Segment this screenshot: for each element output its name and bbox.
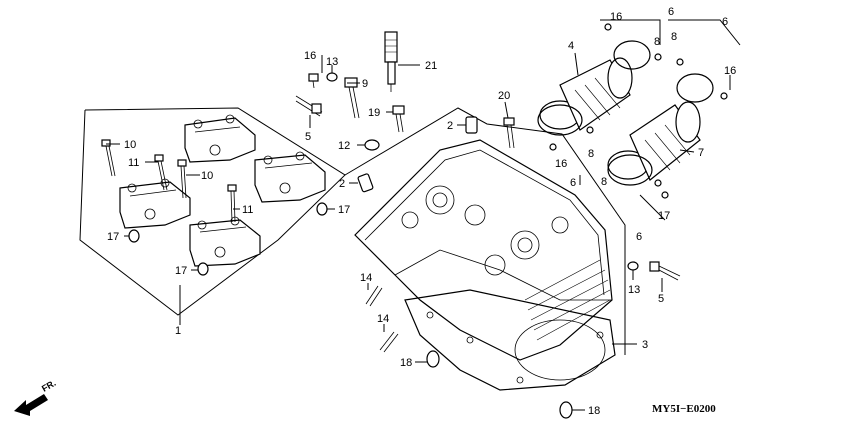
- callout-4: 4: [568, 40, 574, 52]
- callout-10-upper: 10: [124, 139, 136, 151]
- bolt-11-lower: [227, 184, 237, 223]
- bracket-lines: [579, 19, 741, 221]
- bolt-10-upper: [101, 139, 116, 177]
- callout-15: 16: [304, 50, 316, 62]
- callout-5-top: 5: [305, 131, 311, 143]
- callout-9: 9: [362, 78, 368, 90]
- dowel-17-a: [128, 229, 140, 243]
- callout-7: 7: [698, 147, 704, 159]
- bolt-11-upper: [154, 154, 168, 191]
- front-label: FR.: [40, 378, 58, 394]
- callout-2-upper: 2: [447, 120, 453, 132]
- cylinder-head-outline: [344, 107, 626, 355]
- callout-20: 20: [498, 90, 510, 102]
- callout-14-upper: 14: [360, 272, 372, 284]
- nut-8-b: [676, 58, 684, 66]
- callout-8-a: 8: [654, 36, 660, 48]
- dowel-2-a: [465, 116, 478, 134]
- nut-8-d: [654, 179, 662, 187]
- intake-tube-7: [607, 101, 701, 181]
- callout-21: 21: [425, 60, 437, 72]
- washer-13-top: [326, 72, 338, 82]
- rocker-holder-lower-right: [189, 216, 261, 267]
- callout-16-right: 16: [724, 65, 736, 77]
- callout-19: 19: [368, 107, 380, 119]
- callout-18-bottom: 18: [588, 405, 600, 417]
- rocker-assembly-outline: [79, 107, 346, 325]
- callout-6-top-a: 6: [668, 6, 674, 18]
- clamp-6-a: [613, 40, 651, 70]
- callout-17-left: 17: [107, 231, 119, 243]
- clamp-6-c: [537, 104, 583, 136]
- callout-8-d: 8: [601, 176, 607, 188]
- callout-8-b: 8: [671, 31, 677, 43]
- dowel-18-a: [426, 350, 440, 368]
- dowel-18-b: [559, 401, 573, 419]
- callout-8-c: 8: [588, 148, 594, 160]
- bolt-9: [344, 77, 360, 119]
- callout-5-right: 5: [658, 293, 664, 305]
- screw-16-c: [549, 143, 557, 151]
- rocker-holder-lower-left: [119, 178, 191, 229]
- callout-16-top: 16: [610, 11, 622, 23]
- washer-12: [364, 139, 380, 151]
- clamp-6-d: [607, 154, 653, 186]
- stud-14-b: [379, 331, 399, 353]
- callout-11-upper: 11: [128, 157, 139, 169]
- callout-16-mid: 16: [555, 158, 567, 170]
- bolt-15: [308, 73, 319, 89]
- callout-6-mid: 6: [570, 177, 576, 189]
- bolt-20: [503, 117, 515, 149]
- callout-13-right: 13: [628, 284, 640, 296]
- bolt-5-right: [649, 261, 681, 281]
- screw-16-a: [604, 23, 612, 31]
- diagram-code: MY5I−E0200: [652, 403, 716, 415]
- dowel-2-b: [357, 173, 374, 193]
- callout-13-top: 13: [326, 56, 338, 68]
- callout-6-top-b: 6: [722, 16, 728, 28]
- callout-18-left: 18: [400, 357, 412, 369]
- callout-14-lower: 14: [377, 313, 389, 325]
- bolt-10-lower: [177, 159, 187, 199]
- callout-11-lower: 11: [242, 204, 253, 216]
- intake-tube-4: [539, 57, 633, 131]
- washer-13-right: [627, 261, 639, 271]
- callout-3: 3: [642, 339, 648, 351]
- dowel-17-b: [197, 262, 209, 276]
- head-gasket: [404, 289, 616, 391]
- callout-10-lower: 10: [201, 170, 213, 182]
- callout-2-lower: 2: [339, 178, 345, 190]
- screw-16-b: [720, 92, 728, 100]
- screw-16-d: [661, 191, 669, 199]
- dowel-17-c: [316, 202, 328, 216]
- callout-1: 1: [175, 325, 181, 337]
- callout-16-lower: 17: [658, 210, 670, 222]
- leader-lines: [106, 52, 695, 411]
- cylinder-head: [354, 139, 613, 361]
- front-arrow-icon: [14, 394, 48, 416]
- bolt-19: [392, 105, 405, 133]
- callout-6-lower: 6: [636, 231, 642, 243]
- nut-8-a: [654, 53, 662, 61]
- callout-17-right: 17: [338, 204, 350, 216]
- rocker-holder-upper-left: [184, 114, 256, 163]
- rocker-holder-upper-right: [254, 151, 326, 203]
- stud-14-a: [365, 285, 383, 307]
- spark-plug: [384, 31, 398, 92]
- callout-12: 12: [338, 140, 350, 152]
- clamp-6-b: [676, 73, 714, 103]
- nut-8-c: [586, 126, 594, 134]
- callout-17-bottom: 17: [175, 265, 187, 277]
- bolt-5-top: [295, 95, 323, 117]
